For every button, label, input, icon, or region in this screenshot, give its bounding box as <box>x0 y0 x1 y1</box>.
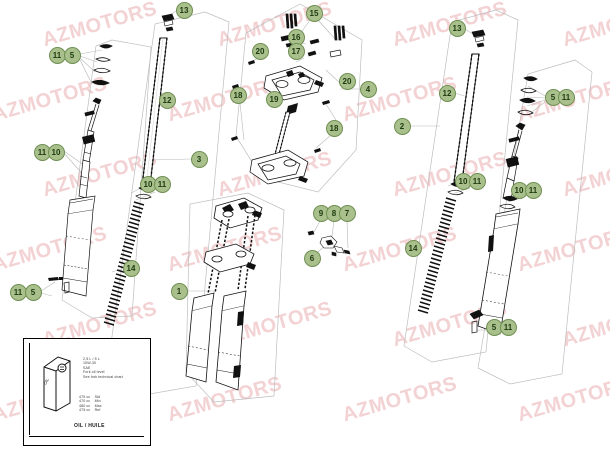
callout-11-right-a[interactable]: 11 <box>468 172 486 190</box>
fork-spring-right <box>417 197 457 314</box>
part-group-left-damper <box>48 44 113 297</box>
legend-spec-text: 2,5 L / 5 L 10W-30 SAE Fork oil level Se… <box>83 357 123 379</box>
callout-1[interactable]: 1 <box>170 282 188 300</box>
callout-11-mid-left[interactable]: 11 <box>33 143 51 161</box>
part-group-small-fittings <box>307 230 351 257</box>
callout-13-left[interactable]: 13 <box>175 1 193 19</box>
callout-7[interactable]: 7 <box>338 204 356 222</box>
legend-title: OIL / HUILE <box>74 423 105 429</box>
callout-14-left[interactable]: 14 <box>122 259 140 277</box>
callout-5-bottom-left[interactable]: 5 <box>24 283 42 301</box>
callout-5-top-left[interactable]: 5 <box>63 46 81 64</box>
callout-17[interactable]: 17 <box>287 42 305 60</box>
part-group-complete-fork <box>185 197 263 391</box>
legend-quantity-text: 475 cc Std 470 cc Min 480 cc Max 475 cc … <box>79 395 102 413</box>
callout-13-right[interactable]: 13 <box>448 19 466 37</box>
callout-4[interactable]: 4 <box>359 80 377 98</box>
callout-11-bottom-right[interactable]: 11 <box>499 318 517 336</box>
callout-18-lower[interactable]: 18 <box>325 119 343 137</box>
svg-text:OIL: OIL <box>42 377 50 386</box>
callout-15[interactable]: 15 <box>305 4 323 22</box>
callout-11-left-lower[interactable]: 11 <box>153 175 171 193</box>
legend-inner-frame <box>29 343 146 435</box>
callout-12-left[interactable]: 12 <box>158 91 176 109</box>
callout-20-left[interactable]: 20 <box>251 42 269 60</box>
callout-11-bottom-left[interactable]: 11 <box>9 283 27 301</box>
callout-5-top-right[interactable]: 5 <box>544 88 562 106</box>
oil-bottle-icon: OIL <box>42 356 71 412</box>
callout-18-upper[interactable]: 18 <box>229 86 247 104</box>
callout-10-right-b[interactable]: 10 <box>510 181 528 199</box>
legend-baseline-rule <box>29 436 144 437</box>
oil-specification-legend: OIL 2,5 L / 5 L 10W-30 SAE Fork oil leve… <box>23 338 151 446</box>
callout-19[interactable]: 19 <box>265 90 283 108</box>
callout-2[interactable]: 2 <box>393 117 411 135</box>
callout-11-top-right[interactable]: 11 <box>557 88 575 106</box>
part-group-triple-clamp <box>231 13 346 185</box>
callout-12-right[interactable]: 12 <box>438 84 456 102</box>
callout-6[interactable]: 6 <box>303 249 321 267</box>
callout-11-right-b[interactable]: 11 <box>524 181 542 199</box>
callout-10-mid-left[interactable]: 10 <box>47 143 65 161</box>
callout-3[interactable]: 3 <box>190 150 208 168</box>
fork-spring-left <box>103 201 145 326</box>
callout-11-top-left-a[interactable]: 11 <box>48 46 66 64</box>
callout-20-right[interactable]: 20 <box>338 72 356 90</box>
callout-14-right[interactable]: 14 <box>404 239 422 257</box>
